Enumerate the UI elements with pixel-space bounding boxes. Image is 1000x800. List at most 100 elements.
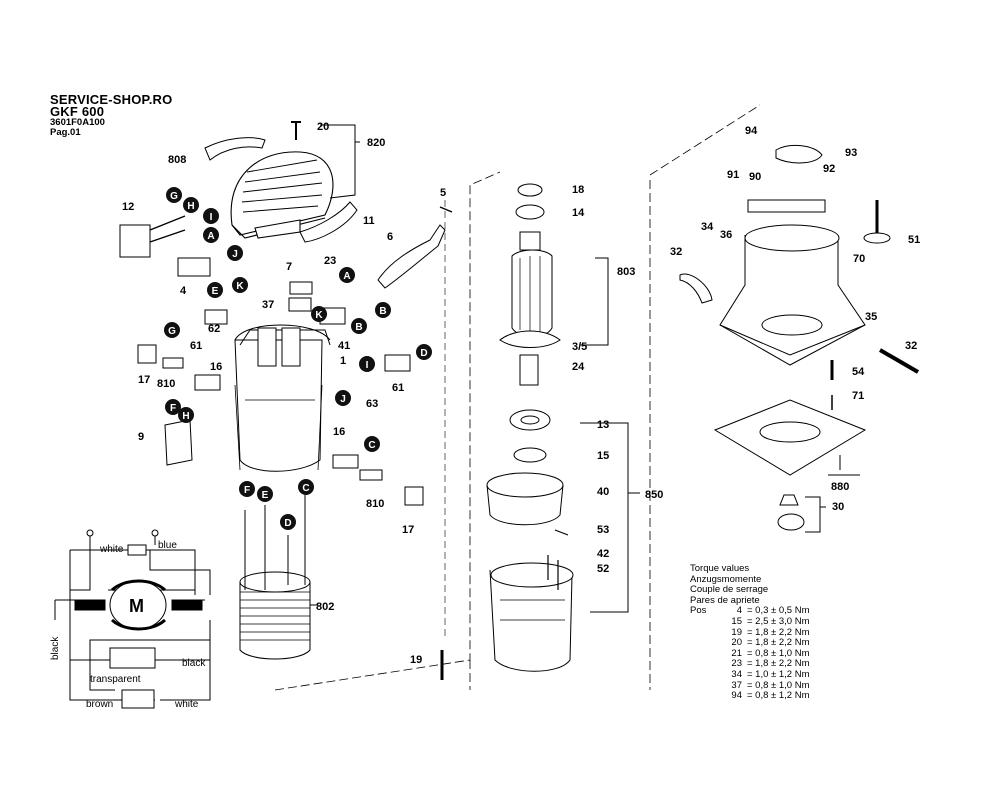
torque-row: 23= 1,8 ± 2,2 Nm	[690, 658, 809, 670]
connector-marker: I	[359, 356, 375, 372]
part-number-label: 6	[387, 231, 393, 243]
part-number-label: 15	[597, 450, 609, 462]
connector-letter: H	[182, 411, 189, 422]
part-number-label: 9	[138, 431, 144, 443]
connector-marker: G	[166, 187, 182, 203]
connector-letter: C	[368, 440, 375, 451]
page-number: Pag.01	[50, 127, 81, 138]
connector-circle	[232, 277, 248, 293]
connector-marker: H	[183, 197, 199, 213]
connector-letter: F	[170, 403, 176, 414]
torque-row: 19= 1,8 ± 2,2 Nm	[690, 627, 809, 639]
connector-marker: A	[203, 227, 219, 243]
part-number-label: 7	[286, 261, 292, 273]
part-number-label: 13	[597, 419, 609, 431]
torque-row: 34= 1,0 ± 1,2 Nm	[690, 669, 809, 681]
connector-circle	[178, 407, 194, 423]
connector-letter: F	[244, 485, 250, 496]
torque-value: = 2,5 ± 3,0 Nm	[747, 615, 810, 627]
torque-pos-label	[690, 649, 724, 660]
part-number-label: 34	[701, 221, 714, 233]
torque-position: 37	[731, 679, 742, 691]
connector-letter: K	[315, 310, 323, 321]
part-number-label: 90	[749, 171, 761, 183]
part-number-label: 23	[324, 255, 336, 267]
connector-letter: D	[420, 348, 427, 359]
connector-letter: K	[236, 281, 244, 292]
knob-17-right	[404, 486, 424, 506]
part-number-label: 37	[262, 299, 274, 311]
wire-label-blue: blue	[158, 540, 177, 551]
collet-30	[779, 494, 799, 506]
part-number-label: 61	[392, 382, 404, 394]
part-number-label: 71	[852, 390, 864, 402]
connector-letter: I	[366, 360, 369, 371]
connector-circle	[416, 344, 432, 360]
part-number-label: 42	[597, 548, 609, 560]
connector-marker: D	[280, 514, 296, 530]
torque-pos-label	[690, 670, 724, 681]
connector-marker: C	[364, 436, 380, 452]
part-number: 3601F0A100	[50, 117, 105, 128]
part-number-label: 16	[333, 426, 345, 438]
connector-circle	[311, 306, 327, 322]
connector-circle	[364, 436, 380, 452]
connector-circle	[280, 514, 296, 530]
part-number-label: 1	[340, 355, 346, 367]
knob-17-left	[137, 344, 157, 364]
connector-marker: F	[165, 399, 181, 415]
part-number-label: 820	[367, 137, 385, 149]
part-number-label: 35	[865, 311, 877, 323]
motor-housing-part	[234, 324, 331, 472]
connector-circle	[359, 356, 375, 372]
torque-row: 94= 0,8 ± 1,2 Nm	[690, 691, 809, 702]
torque-row: 21= 0,8 ± 1,0 Nm	[690, 647, 810, 660]
connector-marker: D	[416, 344, 432, 360]
connector-letter: E	[212, 286, 219, 297]
torque-table: Torque values Anzugsmomente Couple de se…	[690, 563, 810, 702]
part-number-label: 808	[168, 154, 186, 166]
torque-pos-label	[690, 691, 724, 702]
connector-circle	[351, 318, 367, 334]
torque-value: = 0,8 ± 1,0 Nm	[747, 679, 810, 691]
part-number-label: 92	[823, 163, 835, 175]
clamp-32	[679, 273, 713, 304]
connector-marker: G	[164, 322, 180, 338]
brush-holder-12	[119, 224, 151, 258]
part-number-label: 5	[440, 187, 446, 199]
torque-position: 23	[731, 658, 742, 670]
torque-position: 4	[736, 605, 742, 617]
torque-title-ro: Pares de apriete	[690, 594, 760, 606]
connector-circle	[257, 486, 273, 502]
cable-sleeve-6	[377, 224, 446, 289]
connector-letter: A	[207, 231, 214, 242]
connector-circle	[298, 479, 314, 495]
torque-pos-label	[690, 628, 724, 639]
connector-circle	[239, 481, 255, 497]
torque-title-en: Torque values	[690, 563, 750, 574]
part-number-label: 803	[617, 266, 635, 278]
header-block: SERVICE-SHOP.RO GKF 600 3601F0A100 Pag.0…	[50, 93, 172, 138]
torque-value: = 0,8 ± 1,0 Nm	[747, 647, 810, 659]
connector-marker: J	[335, 390, 351, 406]
bearing-13	[509, 409, 551, 431]
part-number-label: 3/5	[572, 341, 587, 353]
connector-circle	[183, 197, 199, 213]
part-number-label: 32	[670, 246, 682, 258]
part-number-label: 16	[210, 361, 222, 373]
torque-row: 15= 2,5 ± 3,0 Nm	[690, 615, 810, 628]
part-number-label: 63	[366, 398, 378, 410]
torque-row: 20= 1,8 ± 2,2 Nm	[690, 637, 810, 649]
part-number-label: 4	[180, 285, 187, 297]
torque-value: = 1,8 ± 2,2 Nm	[747, 637, 810, 649]
part-number-label: 94	[745, 125, 758, 137]
torque-pos-label	[690, 638, 724, 649]
part-number-label: 12	[122, 201, 134, 213]
connector-letter: A	[343, 271, 350, 282]
part-number-label: 52	[597, 563, 609, 575]
part-number-label: 54	[852, 366, 865, 378]
part-number-label: 802	[316, 601, 334, 613]
connector-circle	[203, 227, 219, 243]
